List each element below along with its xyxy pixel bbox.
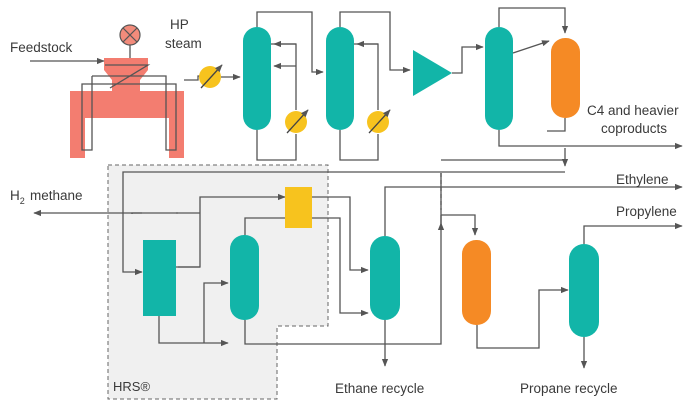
compressor-icon: [413, 50, 452, 96]
hrs-column-a: [143, 240, 176, 316]
feedstock-label: Feedstock: [10, 40, 73, 55]
ethylene-column: [370, 236, 400, 320]
hrs-region: [107, 164, 329, 400]
cracking-furnace: [70, 58, 184, 158]
hp-steam-valve-icon: [119, 24, 141, 58]
column-2: [326, 27, 354, 130]
ethane-recycle-label: Ethane recycle: [335, 381, 424, 396]
c4-label-line2: coproducts: [601, 121, 667, 136]
drum-2: [462, 240, 491, 325]
heat-exchanger-3-icon: [367, 109, 391, 134]
h2-subscript: 2: [20, 196, 25, 206]
hp-label: HP: [170, 17, 189, 32]
column-1: [243, 27, 271, 130]
steam-label: steam: [165, 36, 202, 51]
hrs-column-b: [230, 235, 259, 320]
h2-methane-label: methane: [30, 188, 83, 203]
propylene-column: [569, 244, 599, 337]
hrs-label: HRS®: [113, 379, 150, 394]
column-3: [485, 27, 513, 130]
drum-1: [551, 38, 580, 118]
ethylene-label: Ethylene: [616, 172, 669, 187]
heat-exchanger-1-icon: [199, 64, 223, 89]
c4-label-line1: C4 and heavier: [587, 103, 679, 118]
cold-box-exchanger: [285, 187, 312, 228]
propylene-label: Propylene: [616, 204, 677, 219]
heat-exchanger-2-icon: [285, 109, 309, 134]
h2-label: H2: [10, 188, 25, 206]
propane-recycle-label: Propane recycle: [520, 381, 618, 396]
